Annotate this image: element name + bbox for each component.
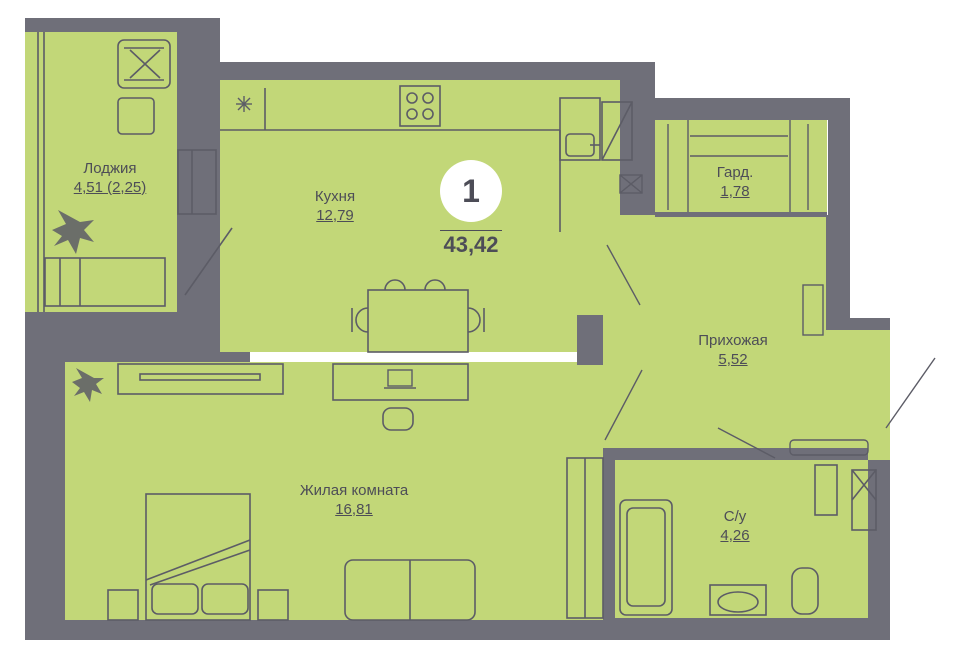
room-label-living: Жилая комната 16,81 <box>300 482 408 520</box>
wardrobe-fixtures <box>606 120 809 306</box>
rooms-count-badge: 1 <box>440 160 502 222</box>
room-name: Гард. <box>716 164 754 181</box>
hallway-fixtures <box>604 284 936 459</box>
kitchen-fixtures <box>220 85 633 353</box>
cooktop <box>399 85 441 127</box>
sink <box>559 97 601 161</box>
room-label-wardrobe: Гард. 1,78 <box>717 164 754 202</box>
room-area: 12,79 <box>316 206 354 224</box>
bathtub <box>619 499 673 616</box>
hallway-lower-floor <box>600 330 890 460</box>
plant-icon <box>52 210 94 254</box>
living-furniture <box>107 363 604 621</box>
room-name: Прихожая <box>698 332 768 349</box>
room-label-kitchen: Кухня 12,79 <box>315 188 355 226</box>
tv-unit <box>117 363 284 395</box>
room-area: 4,51 (2,25) <box>73 178 147 196</box>
sun-lounger <box>44 257 166 307</box>
room-area: 5,52 <box>718 350 748 368</box>
plant-icon <box>72 368 104 402</box>
room-name: Лоджия <box>83 160 137 177</box>
total-area: 43,42 <box>443 232 499 257</box>
toilet <box>791 567 819 615</box>
desk <box>332 363 469 401</box>
washbasin <box>709 584 767 616</box>
room-label-bathroom: С/у 4,26 <box>720 508 749 546</box>
room-name: Жилая комната <box>299 482 409 499</box>
room-area: 1,78 <box>720 182 750 200</box>
hallway-floor <box>600 215 828 335</box>
side-table <box>117 97 155 135</box>
room-name: Кухня <box>314 188 356 205</box>
room-name: С/у <box>723 508 747 525</box>
room-area: 4,26 <box>720 526 750 544</box>
fridge <box>601 101 633 161</box>
dining-table <box>367 289 469 353</box>
total-divider <box>440 230 502 231</box>
bed <box>145 493 251 621</box>
kitchen-annex-floor <box>555 100 620 230</box>
loggia-furniture <box>37 32 233 312</box>
snowflake-icon <box>236 96 252 112</box>
room-label-loggia: Лоджия 4,51 (2,25) <box>74 160 147 198</box>
laptop-icon <box>384 369 416 389</box>
inner-walls <box>177 32 868 620</box>
room-area: 16,81 <box>335 500 373 518</box>
floors <box>25 32 890 620</box>
room-label-hallway: Прихожая 5,52 <box>698 332 768 370</box>
loggia-floor <box>25 32 177 312</box>
bathroom-fixtures <box>619 464 877 616</box>
lounge-chair <box>117 39 171 89</box>
